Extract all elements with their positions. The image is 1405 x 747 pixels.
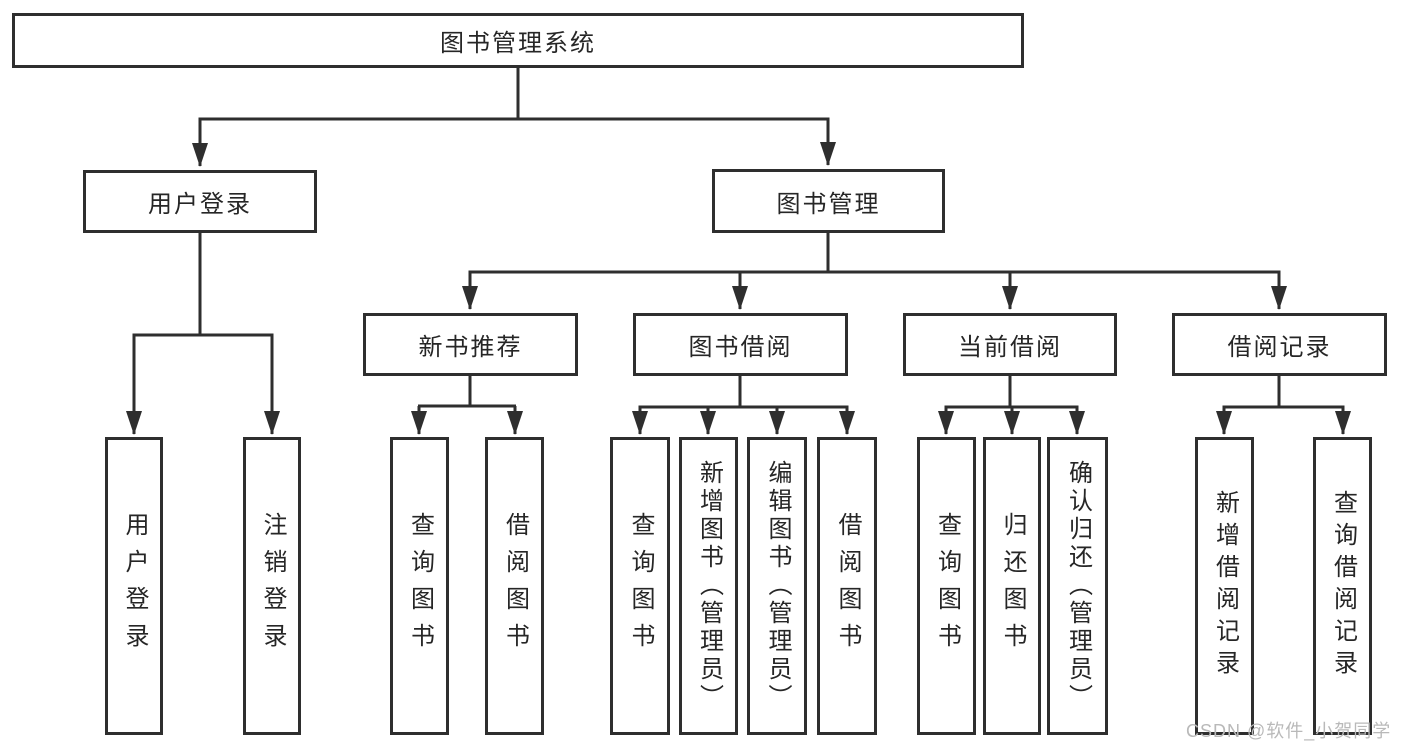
node-user-login: 用户登录 — [83, 170, 317, 233]
node-user-login-label: 用户登录 — [148, 191, 252, 218]
node-root: 图书管理系统 — [12, 13, 1024, 68]
leaf-query-books-3-label: 查询图书 — [933, 512, 961, 660]
leaf-return-books: 归还图书 — [983, 437, 1041, 735]
node-root-label: 图书管理系统 — [440, 30, 596, 57]
leaf-edit-books-admin: 编辑图书（管理员） — [747, 437, 807, 735]
node-borrow-records: 借阅记录 — [1172, 313, 1387, 376]
leaf-query-borrow-record: 查询借阅记录 — [1313, 437, 1372, 735]
leaf-query-books-1-label: 查询图书 — [406, 512, 434, 660]
leaf-add-books-admin-label: 新增图书（管理员） — [695, 460, 723, 712]
leaf-query-books-2-label: 查询图书 — [627, 512, 654, 660]
leaf-borrow-books-2-label: 借阅图书 — [834, 512, 861, 660]
leaf-query-books-1: 查询图书 — [390, 437, 449, 735]
node-book-borrow: 图书借阅 — [633, 313, 848, 376]
leaf-borrow-books-1-label: 借阅图书 — [501, 512, 529, 660]
leaf-confirm-return-admin: 确认归还（管理员） — [1047, 437, 1108, 735]
leaf-user-login: 用户登录 — [105, 437, 163, 735]
leaf-borrow-books-2: 借阅图书 — [817, 437, 877, 735]
leaf-add-borrow-record-label: 新增借阅记录 — [1211, 490, 1239, 682]
leaf-logout: 注销登录 — [243, 437, 301, 735]
leaf-query-books-2: 查询图书 — [610, 437, 670, 735]
leaf-user-login-label: 用户登录 — [121, 512, 148, 660]
leaf-return-books-label: 归还图书 — [999, 512, 1026, 660]
watermark: CSDN @软件_小贺同学 — [1186, 721, 1392, 741]
node-current-borrow-label: 当前借阅 — [958, 334, 1062, 361]
leaf-add-borrow-record: 新增借阅记录 — [1195, 437, 1254, 735]
node-book-management-label: 图书管理 — [776, 190, 881, 218]
leaf-logout-label: 注销登录 — [259, 512, 286, 660]
leaf-edit-books-admin-label: 编辑图书（管理员） — [764, 460, 791, 712]
connector-group — [126, 68, 1351, 435]
leaf-query-books-3: 查询图书 — [917, 437, 976, 735]
leaf-query-borrow-record-label: 查询借阅记录 — [1329, 490, 1357, 682]
node-new-book-recommend: 新书推荐 — [363, 313, 578, 376]
node-book-borrow-label: 图书借阅 — [688, 334, 793, 361]
node-book-management: 图书管理 — [712, 169, 945, 233]
leaf-add-books-admin: 新增图书（管理员） — [679, 437, 738, 735]
node-borrow-records-label: 借阅记录 — [1227, 334, 1332, 361]
leaf-borrow-books-1: 借阅图书 — [485, 437, 544, 735]
leaf-confirm-return-admin-label: 确认归还（管理员） — [1064, 460, 1092, 712]
node-new-book-recommend-label: 新书推荐 — [418, 334, 523, 361]
node-current-borrow: 当前借阅 — [903, 313, 1117, 376]
